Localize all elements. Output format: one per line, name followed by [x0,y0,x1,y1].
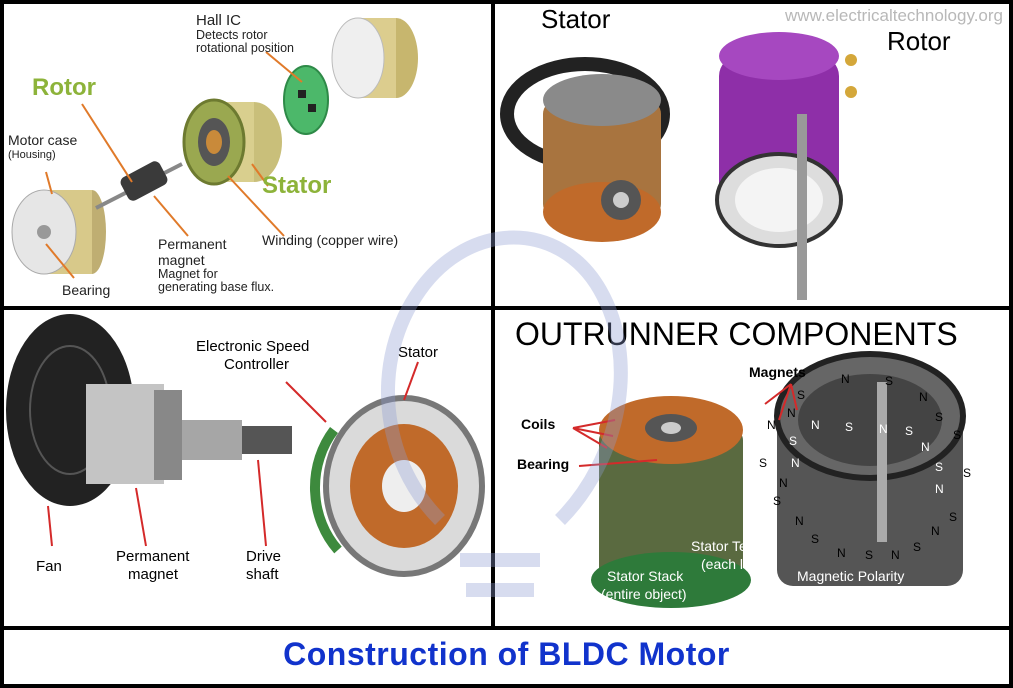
bearing-label: Bearing [62,282,111,298]
magnet-desc-1: Magnet for [158,267,218,281]
magnetic-polarity-label: Magnetic Polarity [797,568,905,584]
pole-s: S [935,410,944,424]
pole-s: S [963,466,972,480]
pole-n: N [931,524,940,538]
stator-label: Stator [398,344,439,361]
rotor-label: Rotor [887,26,951,56]
permanent-magnet-label-1: Permanent [158,236,227,252]
drive-shaft-label-2: shaft [246,566,279,583]
pole-s: S [773,494,782,508]
figure-caption: Construction of BLDC Motor [283,636,730,672]
stator-teeth-label-1: Stator Teeth [691,538,767,554]
drive-shaft-label-1: Drive [246,548,282,565]
winding-label: Winding (copper wire) [262,232,399,248]
motor-body-drawing [86,384,292,484]
pointer-arrows [572,383,798,467]
pole-n: N [795,514,804,528]
end-cap-drawing [331,17,418,99]
pole-s: S [865,548,874,562]
motor-case-label: Motor case [8,132,78,148]
pole-s: S [789,434,798,448]
pole-s: S [949,510,958,524]
stator-label: Stator [262,172,332,199]
magnets-label: Magnets [749,364,806,380]
stator-stack-label-2: (entire object) [601,586,687,602]
hall-ic-label: Hall IC [196,12,242,29]
stator-teeth-label-2: (each lobe) [701,556,772,572]
rotor-label: Rotor [32,74,96,101]
rotor-drawing [95,161,183,210]
fan-label: Fan [36,558,62,575]
rotor-photo-drawing [715,32,857,300]
stator-label: Stator [541,4,611,34]
esc-label-2: Controller [224,356,290,373]
pole-s: S [797,388,806,402]
panel-outrunner-photo: Stator Rotor www.electricaltechnology.or… [495,4,1009,306]
pole-n: N [779,476,788,490]
pole-s: S [913,540,922,554]
permanent-magnet-label-2: magnet [128,566,179,583]
bearing-label: Bearing [517,456,570,472]
pole-n: N [921,440,930,454]
hall-ic-desc-1: Detects rotor [196,28,268,42]
rotor-bell-drawing [774,351,966,586]
pole-s: S [905,424,914,438]
outrunner-photo-illustration [500,32,857,300]
watermark-url: www.electricaltechnology.org [785,6,1003,25]
hall-ic-desc-2: rotational position [196,41,294,55]
outrunner-title: OUTRUNNER COMPONENTS [515,316,958,352]
leader-lines [45,51,303,279]
pole-s: S [845,420,854,434]
pole-s: S [811,532,820,546]
stator-ring-drawing [309,395,485,577]
panel-inrunner-exploded: Hall IC Detects rotor rotational positio… [4,4,491,306]
pole-n: N [879,422,888,436]
magnet-desc-2: generating base flux. [158,280,275,294]
pole-s: S [885,374,894,388]
permanent-magnet-label-1: Permanent [116,548,190,565]
pole-n: N [919,390,928,404]
caption-bar: Construction of BLDC Motor [4,630,1009,684]
housing-label: (Housing) [8,149,56,161]
outrunner-components-illustration [572,351,966,608]
pole-n: N [891,548,900,562]
motor-case-drawing [11,189,106,275]
fan-motor-illustration [6,314,485,577]
pole-n: N [837,546,846,560]
inrunner-illustration [11,17,418,279]
stator-photo-drawing [500,57,670,242]
permanent-magnet-label-2: magnet [158,252,205,268]
stator-drawing [182,98,282,186]
pole-s: S [935,460,944,474]
panel-outrunner-components: OUTRUNNER COMPONENTS Magnets Coils Beari… [495,310,1009,626]
pole-n: N [841,372,850,386]
pole-s: S [759,456,768,470]
pole-s: S [953,428,962,442]
esc-label-1: Electronic Speed [196,338,310,355]
pole-n: N [787,406,796,420]
panel-fan-motor: Electronic Speed Controller Stator Fan P… [4,310,491,626]
leader-arrows [47,361,419,547]
pole-n: N [935,482,944,496]
coils-label: Coils [521,416,556,432]
pole-n: N [767,418,776,432]
pole-n: N [791,456,800,470]
stator-stack-label-1: Stator Stack [607,568,684,584]
stator-stack-drawing [591,396,751,608]
hall-ic-board-drawing [283,65,329,135]
pole-n: N [811,418,820,432]
